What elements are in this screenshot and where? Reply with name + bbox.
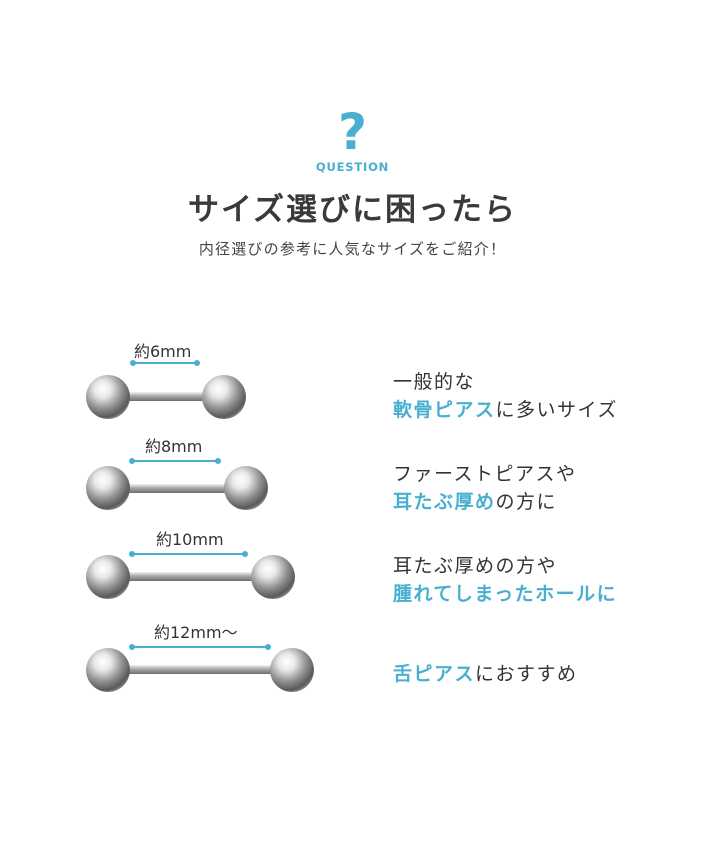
description-text: に多いサイズ [495, 399, 618, 421]
description-line: 舌ピアスにおすすめ [393, 660, 578, 688]
ball-left [86, 648, 130, 692]
barbell-6mm [86, 360, 246, 419]
size-label-6mm: 約6mm [134, 342, 192, 361]
size-label-12mm: 約12mm〜 [154, 623, 238, 642]
description-highlight: 耳たぶ厚め [393, 491, 496, 513]
description-12mm: 舌ピアスにおすすめ [393, 660, 578, 688]
description-line: 腫れてしまったホールに [393, 580, 617, 608]
page-title: サイズ選びに困ったら [187, 192, 518, 228]
barbell-10mm [86, 551, 295, 599]
description-line: 軟骨ピアスに多いサイズ [393, 396, 618, 424]
ball-right [270, 648, 314, 692]
ball-left [86, 375, 130, 419]
description-highlight: 軟骨ピアス [393, 399, 496, 421]
description-highlight: 舌ピアス [393, 663, 476, 685]
description-line: 耳たぶ厚めの方や [393, 552, 617, 580]
description-text: の方に [495, 491, 558, 513]
description-line: ファーストピアスや [393, 460, 577, 488]
page-subtitle: 内径選びの参考に人気なサイズをご紹介！ [198, 240, 507, 258]
description-line: 耳たぶ厚めの方に [393, 488, 577, 516]
description-text: 一般的な [393, 371, 476, 393]
description-6mm: 一般的な 軟骨ピアスに多いサイズ [393, 368, 618, 424]
ball-left [86, 555, 130, 599]
description-10mm: 耳たぶ厚めの方や 腫れてしまったホールに [393, 552, 617, 608]
ball-right [202, 375, 246, 419]
size-label-10mm: 約10mm [156, 530, 224, 549]
barbell-12mm [86, 644, 314, 692]
description-text: ファーストピアスや [393, 463, 577, 485]
question-mark-icon: ? [337, 103, 367, 161]
size-label-8mm: 約8mm [145, 437, 203, 456]
ball-left [86, 466, 130, 510]
description-highlight: 腫れてしまったホールに [393, 583, 618, 605]
ball-right [224, 466, 268, 510]
description-line: 一般的な [393, 368, 618, 396]
ball-right [251, 555, 295, 599]
question-label: QUESTION [315, 160, 390, 174]
description-text: 耳たぶ厚めの方や [393, 555, 558, 577]
description-8mm: ファーストピアスや 耳たぶ厚めの方に [393, 460, 577, 516]
barbell-8mm [86, 458, 268, 510]
description-text: におすすめ [475, 663, 578, 685]
